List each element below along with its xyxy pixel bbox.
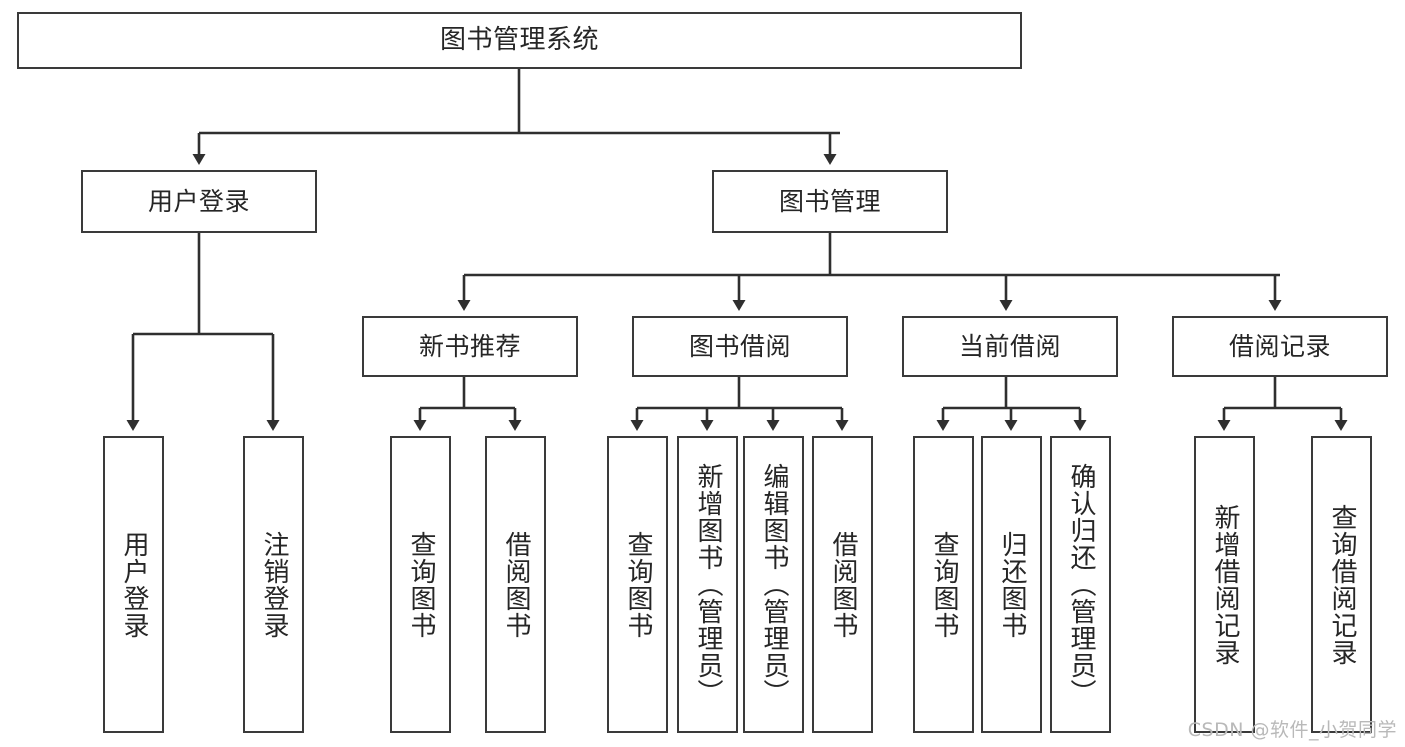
node-leaf-query-book-2[interactable]: 查询图书: [607, 436, 668, 733]
node-leaf-confirm-return-label: 确认归还（管理员）: [1066, 463, 1097, 706]
node-user-login[interactable]: 用户登录: [81, 170, 317, 233]
node-leaf-user-login-label: 用户登录: [119, 530, 150, 639]
node-leaf-borrow-book-1[interactable]: 借阅图书: [485, 436, 546, 733]
node-leaf-add-record[interactable]: 新增借阅记录: [1194, 436, 1255, 733]
node-leaf-edit-book[interactable]: 编辑图书（管理员）: [743, 436, 804, 733]
node-book-management-label: 图书管理: [778, 186, 881, 216]
node-root-book-management-system[interactable]: 图书管理系统: [17, 12, 1022, 69]
node-user-login-label: 用户登录: [147, 186, 250, 216]
node-leaf-logout-login[interactable]: 注销登录: [243, 436, 304, 733]
node-leaf-add-book[interactable]: 新增图书（管理员）: [677, 436, 738, 733]
node-current-borrow-label: 当前借阅: [958, 331, 1061, 361]
node-leaf-return-book-label: 归还图书: [997, 530, 1028, 639]
node-leaf-borrow-book-2-label: 借阅图书: [828, 530, 859, 639]
node-leaf-return-book[interactable]: 归还图书: [981, 436, 1042, 733]
node-book-borrow[interactable]: 图书借阅: [632, 316, 848, 377]
node-new-book-recommend[interactable]: 新书推荐: [362, 316, 578, 377]
node-borrow-record[interactable]: 借阅记录: [1172, 316, 1388, 377]
node-leaf-query-book-2-label: 查询图书: [623, 530, 654, 639]
node-new-book-recommend-label: 新书推荐: [418, 331, 521, 361]
node-leaf-query-book-3[interactable]: 查询图书: [913, 436, 974, 733]
node-current-borrow[interactable]: 当前借阅: [902, 316, 1118, 377]
node-leaf-query-book-3-label: 查询图书: [929, 530, 960, 639]
node-leaf-borrow-book-1-label: 借阅图书: [501, 530, 532, 639]
node-leaf-edit-book-label: 编辑图书（管理员）: [759, 463, 790, 706]
node-leaf-query-book-1-label: 查询图书: [406, 530, 437, 639]
node-leaf-confirm-return[interactable]: 确认归还（管理员）: [1050, 436, 1111, 733]
node-leaf-borrow-book-2[interactable]: 借阅图书: [812, 436, 873, 733]
node-leaf-add-book-label: 新增图书（管理员）: [693, 463, 724, 706]
watermark-text: CSDN @软件_小贺同学: [1187, 719, 1397, 741]
node-leaf-query-book-1[interactable]: 查询图书: [390, 436, 451, 733]
node-root-label: 图书管理系统: [439, 25, 599, 56]
node-leaf-user-login[interactable]: 用户登录: [103, 436, 164, 733]
node-book-borrow-label: 图书借阅: [688, 331, 791, 361]
node-borrow-record-label: 借阅记录: [1228, 331, 1331, 361]
node-book-management[interactable]: 图书管理: [712, 170, 948, 233]
node-leaf-query-record[interactable]: 查询借阅记录: [1311, 436, 1372, 733]
node-leaf-query-record-label: 查询借阅记录: [1327, 503, 1358, 666]
node-leaf-logout-login-label: 注销登录: [259, 530, 290, 639]
node-leaf-add-record-label: 新增借阅记录: [1210, 503, 1241, 666]
